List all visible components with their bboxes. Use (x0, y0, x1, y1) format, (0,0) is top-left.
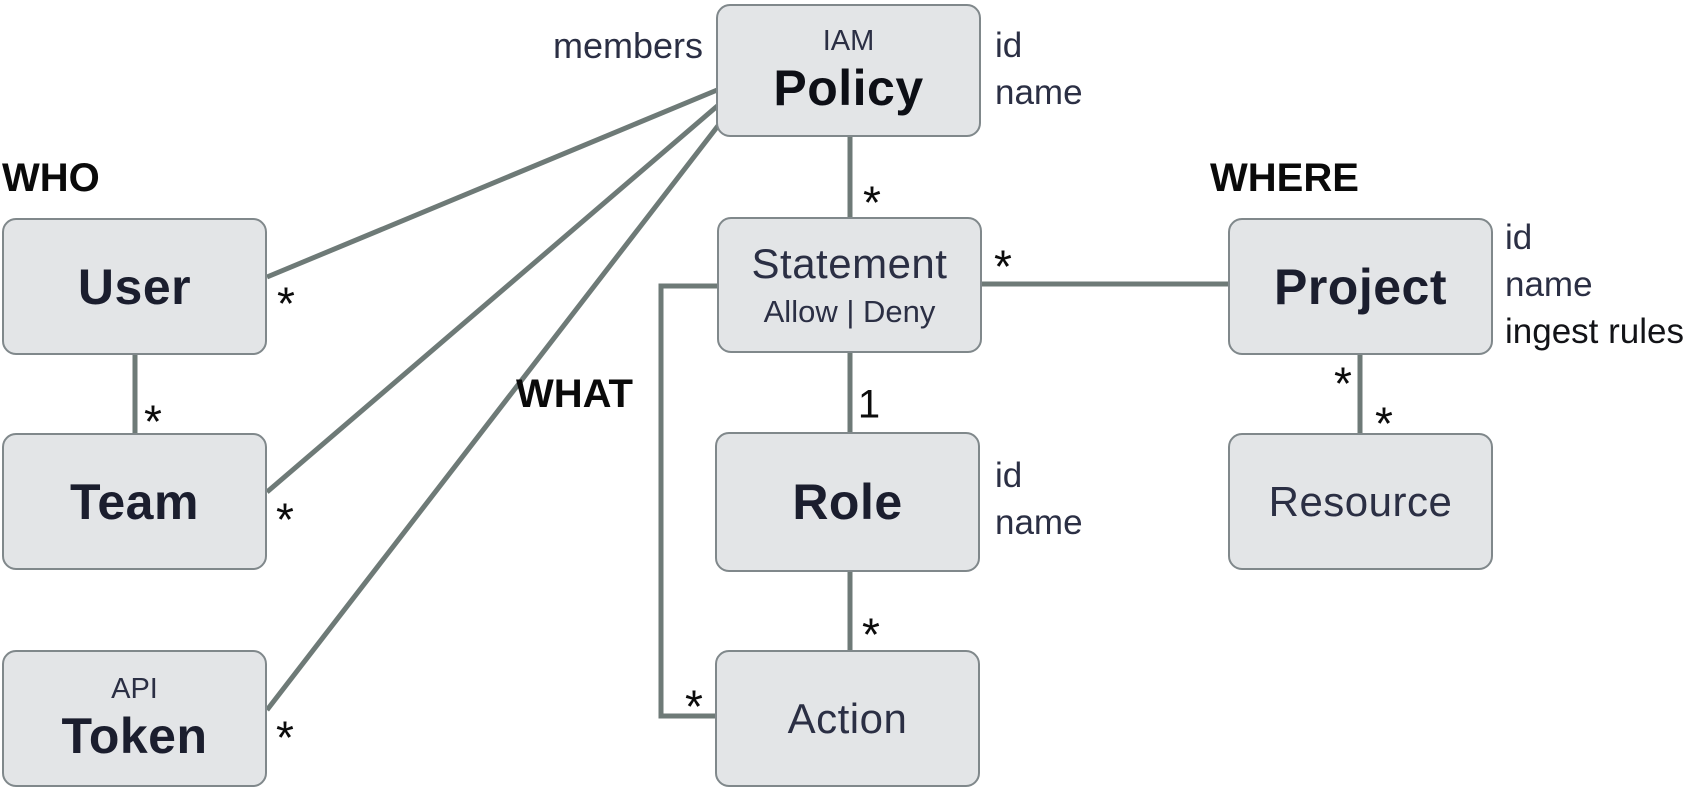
project-attr-name: name (1505, 265, 1593, 304)
entity-role: Role (715, 432, 980, 572)
entity-action: Action (715, 650, 980, 787)
entity-statement-subtitle: Allow | Deny (763, 294, 936, 330)
role-attributes: id name (995, 452, 1083, 546)
role-attr-name: name (995, 503, 1083, 542)
entity-statement-name: Statement (751, 240, 948, 288)
policy-attr-name: name (995, 73, 1083, 112)
entity-team: Team (2, 433, 267, 570)
entity-team-name: Team (70, 473, 199, 530)
cardinality-user-team: * (144, 395, 162, 448)
policy-attr-id: id (995, 26, 1023, 65)
zone-label-who: WHO (2, 156, 100, 200)
cardinality-project-resource-upper: * (1334, 357, 1352, 410)
entity-statement: Statement Allow | Deny (717, 217, 982, 353)
entity-user: User (2, 218, 267, 355)
cardinality-user-policy: * (277, 277, 295, 330)
edge-token-policy (265, 116, 726, 712)
project-attr-ingest-rules: ingest rules (1505, 312, 1684, 351)
cardinality-action-statement: * (685, 680, 703, 733)
cardinality-role-action: * (862, 608, 880, 661)
entity-action-name: Action (787, 694, 908, 742)
entity-token-name: Token (61, 707, 208, 764)
cardinality-statement-project: * (994, 240, 1012, 293)
zone-label-where: WHERE (1210, 156, 1359, 200)
cardinality-policy-statement: * (863, 176, 881, 229)
edge-label-members: members (552, 25, 703, 66)
edge-action-statement-elbow (658, 283, 717, 719)
policy-attributes: id name (995, 22, 1083, 116)
zone-label-what: WHAT (516, 372, 633, 416)
cardinality-project-resource-lower: * (1375, 397, 1393, 450)
cardinality-statement-role: 1 (857, 382, 881, 427)
entity-resource-name: Resource (1268, 477, 1453, 525)
entity-resource: Resource (1228, 433, 1493, 570)
project-attributes: id name ingest rules (1505, 214, 1684, 355)
entity-project-name: Project (1273, 258, 1447, 315)
entity-user-name: User (77, 258, 192, 315)
role-attr-id: id (995, 456, 1023, 495)
entity-project: Project (1228, 218, 1493, 355)
project-attr-id: id (1505, 218, 1533, 257)
entity-token: API Token (2, 650, 267, 787)
entity-role-name: Role (792, 474, 903, 530)
entity-token-prefix: API (111, 673, 158, 706)
edge-user-policy (266, 85, 723, 280)
edge-team-policy (265, 100, 724, 494)
entity-policy-prefix: IAM (822, 25, 875, 58)
cardinality-team-policy: * (276, 493, 294, 546)
cardinality-token-policy: * (276, 711, 294, 764)
entity-policy: IAM Policy (716, 4, 981, 137)
entity-policy-name: Policy (773, 59, 924, 116)
